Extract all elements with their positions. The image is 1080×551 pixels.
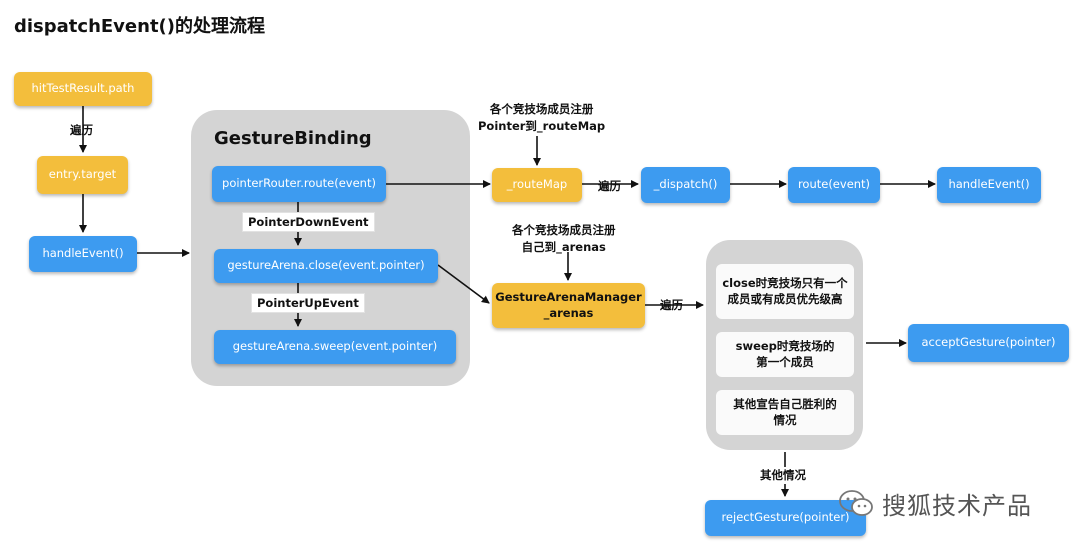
dispatch-node: _dispatch() xyxy=(641,167,730,203)
pointer-down-event-label: PointerDownEvent xyxy=(242,212,375,232)
watermark-text: 搜狐技术产品 xyxy=(882,492,1032,520)
register-arenas-label: 各个竞技场成员注册 自己到_arenas xyxy=(512,223,616,254)
handle-event-right-node: handleEvent() xyxy=(937,167,1041,203)
gesture-binding-title: GestureBinding xyxy=(214,128,372,149)
handle-event-left-node: handleEvent() xyxy=(29,236,137,272)
reject-gesture-node: rejectGesture(pointer) xyxy=(705,500,866,536)
pointer-up-event-label: PointerUpEvent xyxy=(251,293,365,313)
accept-gesture-node: acceptGesture(pointer) xyxy=(908,324,1069,362)
pointer-router-route-node: pointerRouter.route(event) xyxy=(212,166,386,202)
register-route-map-label: 各个竞技场成员注册 Pointer到_routeMap xyxy=(478,102,606,133)
watermark: 搜狐技术产品 xyxy=(838,486,1032,521)
page-title: dispatchEvent()的处理流程 xyxy=(14,16,265,37)
traverse-label-top: 遍历 xyxy=(598,179,621,193)
route-map-node: _routeMap xyxy=(492,168,582,202)
gesture-arena-sweep-node: gestureArena.sweep(event.pointer) xyxy=(214,330,456,364)
sweep-case-node: sweep时竞技场的 第一个成员 xyxy=(716,332,854,377)
other-cases-label: 其他情况 xyxy=(760,467,806,484)
other-win-case-node: 其他宣告自己胜利的 情况 xyxy=(716,390,854,435)
route-event-node: route(event) xyxy=(788,167,880,203)
wechat-icon xyxy=(839,489,873,516)
gesture-arena-close-node: gestureArena.close(event.pointer) xyxy=(214,249,438,283)
traverse-label-left: 遍历 xyxy=(70,123,93,137)
entry-target-node: entry.target xyxy=(37,156,128,194)
traverse-label-manager: 遍历 xyxy=(660,298,683,312)
gesture-arena-manager-node: GestureArenaManager _arenas xyxy=(492,283,645,328)
hittest-result-path-node: hitTestResult.path xyxy=(14,72,152,106)
close-case-node: close时竞技场只有一个 成员或有成员优先级高 xyxy=(716,264,854,319)
arrow-close-to-manager xyxy=(437,264,490,304)
